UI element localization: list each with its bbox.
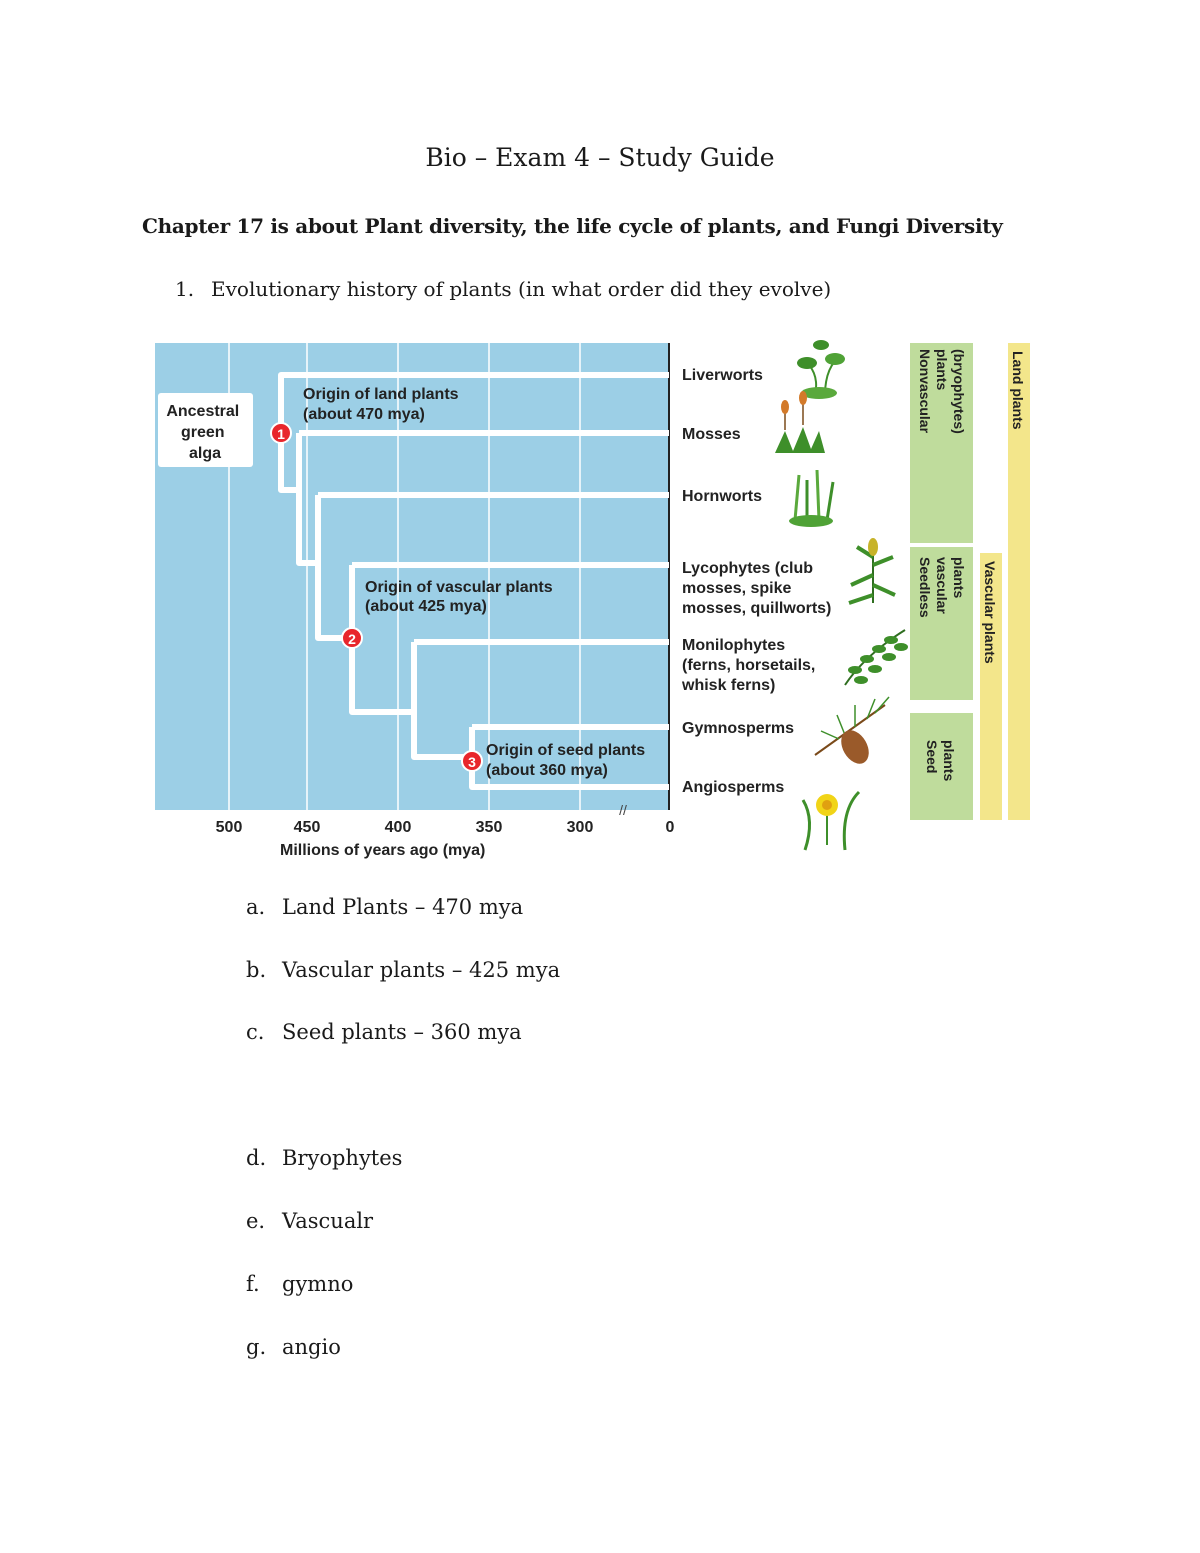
axis-label: Millions of years ago (mya): [280, 842, 485, 859]
phylogeny-branches: [277, 372, 669, 790]
nonvascular-plants-label: Nonvascular plants (bryophytes): [917, 349, 967, 437]
seed-plants-label: Seed plants: [924, 740, 957, 781]
taxon-hornworts: Hornworts: [682, 488, 762, 505]
question-number: 1.: [175, 277, 195, 301]
moss-icon: [775, 391, 825, 453]
taxon-monilophytes: Monilophytes (ferns, horsetails, whisk f…: [681, 637, 820, 694]
axis-tick-450: 450: [294, 819, 321, 836]
seed-plants-box: [910, 713, 973, 820]
seedless-vascular-plants-box: [910, 547, 973, 700]
ancestral-alga-box: [158, 393, 253, 467]
answer-item: b.Vascular plants – 425 mya: [246, 958, 561, 982]
origin-vascular-plants-label: Origin of vascular plants (about 425 mya…: [365, 579, 557, 615]
taxon-gymnosperms: Gymnosperms: [682, 720, 794, 737]
answer-item: a.Land Plants – 470 mya: [246, 895, 524, 919]
answer-item: g.angio: [246, 1335, 341, 1359]
answer-item: f.gymno: [246, 1272, 354, 1296]
taxon-angiosperms: Angiosperms: [682, 779, 784, 796]
seedless-vascular-plants-label: Seedless vascular plants: [917, 557, 967, 622]
taxon-lycophytes: Lycophytes (club mosses, spike mosses, q…: [682, 560, 831, 617]
origin-marker-3: 3: [461, 750, 483, 772]
question-1: 1. Evolutionary history of plants (in wha…: [175, 277, 831, 301]
origin-marker-1: 1: [270, 422, 292, 444]
daffodil-icon: [801, 790, 861, 851]
chapter-heading: Chapter 17 is about Plant diversity, the…: [142, 214, 1003, 238]
axis-tick-500: 500: [216, 819, 243, 836]
land-plants-bar: [1008, 343, 1030, 820]
axis-tick-0: 0: [666, 819, 675, 836]
fern-icon: [844, 629, 908, 686]
origin-land-plants-label: Origin of land plants (about 470 mya): [303, 386, 463, 423]
origin-marker-2: 2: [341, 627, 363, 649]
origin-seed-plants-label: Origin of seed plants (about 360 mya): [486, 742, 650, 779]
answer-item: e.Vascualr: [246, 1209, 374, 1233]
axis-tick-400: 400: [385, 819, 412, 836]
taxon-liverworts: Liverworts: [682, 367, 763, 384]
axis-tick-350: 350: [476, 819, 503, 836]
svg-text:3: 3: [468, 754, 476, 770]
answer-item: c.Seed plants – 360 mya: [246, 1020, 522, 1044]
vascular-plants-label: Vascular plants: [982, 561, 998, 664]
svg-text:1: 1: [277, 426, 285, 442]
liverwort-icon: [797, 340, 845, 399]
plant-phylogeny-figure: Ancestral green alga Origin of land plan…: [155, 335, 1035, 865]
vascular-plants-bar: [980, 553, 1002, 820]
document-title: Bio – Exam 4 – Study Guide: [425, 143, 775, 172]
lycophyte-icon: [848, 538, 896, 605]
svg-text:2: 2: [348, 631, 356, 647]
taxon-mosses: Mosses: [682, 426, 741, 443]
ancestral-alga-label: Ancestral green alga: [166, 403, 243, 462]
answer-item: d.Bryophytes: [246, 1146, 403, 1170]
question-text: Evolutionary history of plants (in what …: [211, 277, 832, 301]
nonvascular-plants-box: [910, 343, 973, 543]
land-plants-label: Land plants: [1010, 351, 1026, 430]
axis-tick-300: 300: [567, 819, 594, 836]
pine-cone-icon: [814, 696, 890, 764]
hornwort-icon: [789, 469, 835, 527]
axis-break-mark: //: [619, 802, 627, 818]
